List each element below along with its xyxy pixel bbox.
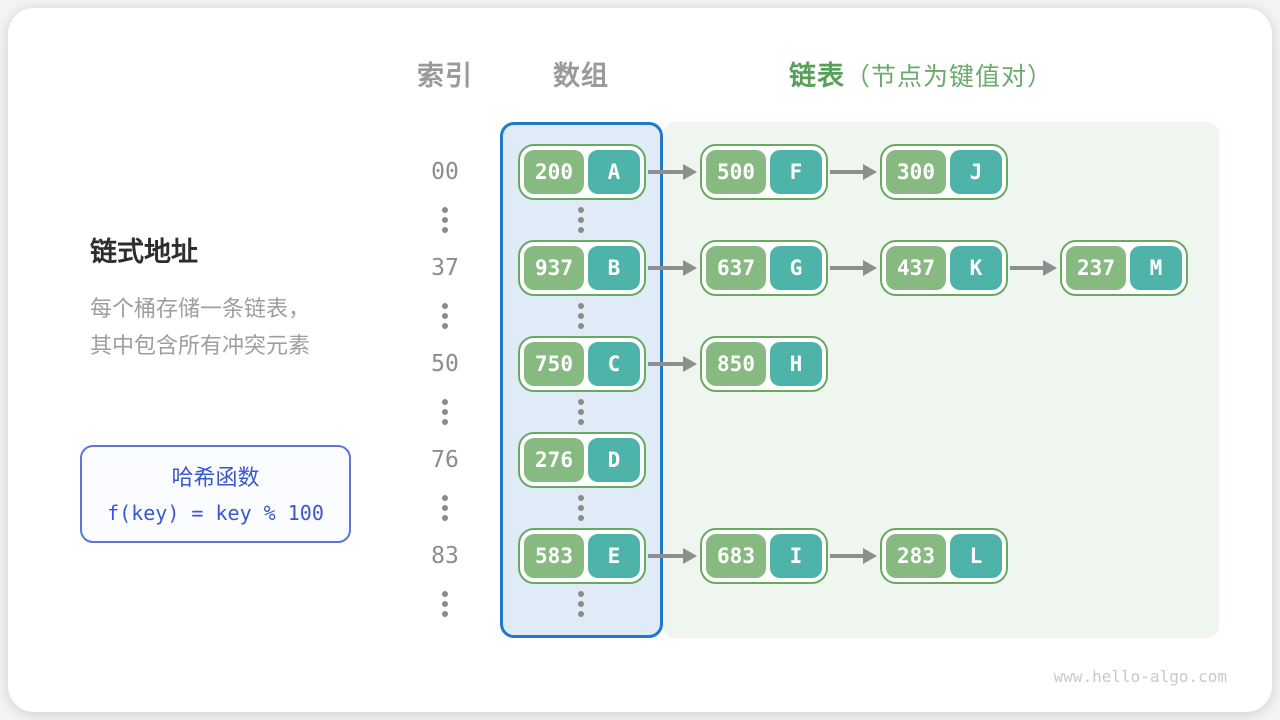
description-line-1: 每个桶存储一条链表， xyxy=(90,297,311,322)
column-header-array: 数组 xyxy=(553,61,609,92)
node-value: L xyxy=(950,534,1002,578)
node-key: 500 xyxy=(706,150,766,194)
hash-function-box: 哈希函数 f(key) = key % 100 xyxy=(80,445,351,543)
index-label: 37 xyxy=(431,255,459,281)
node-value: D xyxy=(588,438,640,482)
node-key: 300 xyxy=(886,150,946,194)
node-key: 937 xyxy=(524,246,584,290)
arrow-icon xyxy=(648,548,697,564)
node-key: 637 xyxy=(706,246,766,290)
arrow-icon xyxy=(648,164,697,180)
column-header-index: 索引 xyxy=(417,61,473,92)
vertical-ellipsis-icon xyxy=(578,399,584,425)
node-value: M xyxy=(1130,246,1182,290)
vertical-ellipsis-icon xyxy=(442,303,448,329)
node-value: J xyxy=(950,150,1002,194)
vertical-ellipsis-icon xyxy=(442,399,448,425)
vertical-ellipsis-icon xyxy=(442,495,448,521)
vertical-ellipsis-icon xyxy=(578,207,584,233)
node-value: B xyxy=(588,246,640,290)
node-value: A xyxy=(588,150,640,194)
vertical-ellipsis-icon xyxy=(442,207,448,233)
node-key: 850 xyxy=(706,342,766,386)
column-header-linked-list: 链表（节点为键值对） xyxy=(663,60,1179,94)
vertical-ellipsis-icon xyxy=(578,303,584,329)
vertical-ellipsis-icon xyxy=(578,591,584,617)
node-key: 283 xyxy=(886,534,946,578)
node-value: F xyxy=(770,150,822,194)
node-value: I xyxy=(770,534,822,578)
node-key: 200 xyxy=(524,150,584,194)
arrow-icon xyxy=(1010,260,1057,276)
index-label: 00 xyxy=(431,159,459,185)
arrow-icon xyxy=(830,164,877,180)
arrow-icon xyxy=(648,260,697,276)
node-key: 437 xyxy=(886,246,946,290)
node-value: K xyxy=(950,246,1002,290)
header-list-note: （节点为键值对） xyxy=(844,62,1053,91)
node-key: 276 xyxy=(524,438,584,482)
node-key: 750 xyxy=(524,342,584,386)
diagram-card: 索引 数组 链表（节点为键值对） 链式地址 每个桶存储一条链表， 其中包含所有冲… xyxy=(8,8,1272,712)
node-value: E xyxy=(588,534,640,578)
node-key: 237 xyxy=(1066,246,1126,290)
index-label: 83 xyxy=(431,543,459,569)
node-value: C xyxy=(588,342,640,386)
arrow-icon xyxy=(830,260,877,276)
hash-function-formula: f(key) = key % 100 xyxy=(107,501,324,525)
node-key: 683 xyxy=(706,534,766,578)
page-title: 链式地址 xyxy=(90,237,198,268)
index-label: 50 xyxy=(431,351,459,377)
arrow-icon xyxy=(830,548,877,564)
hash-function-title: 哈希函数 xyxy=(171,466,260,491)
header-list-label: 链表 xyxy=(788,61,845,92)
node-key: 583 xyxy=(524,534,584,578)
node-value: G xyxy=(770,246,822,290)
vertical-ellipsis-icon xyxy=(578,495,584,521)
node-value: H xyxy=(770,342,822,386)
watermark: www.hello-algo.com xyxy=(1053,667,1227,686)
arrow-icon xyxy=(648,356,697,372)
index-label: 76 xyxy=(431,447,459,473)
description-line-2: 其中包含所有冲突元素 xyxy=(90,334,311,359)
vertical-ellipsis-icon xyxy=(442,591,448,617)
